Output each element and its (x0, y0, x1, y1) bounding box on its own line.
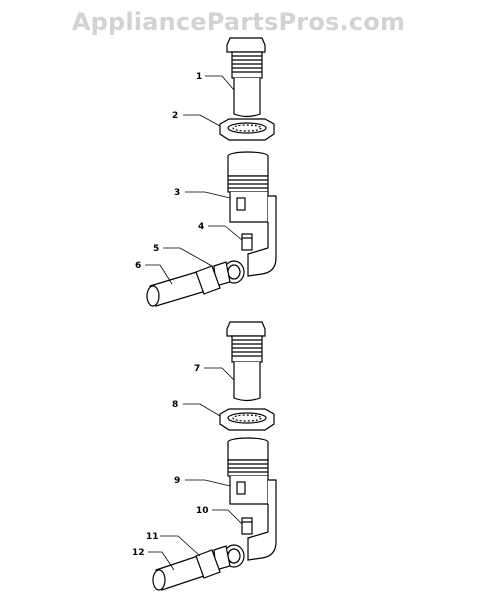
part-4-fitting (241, 233, 253, 251)
watermark-text: AppliancePartsPros.com (71, 8, 406, 36)
callout-1: 1 (196, 72, 202, 82)
part-3-elbow-body (227, 151, 277, 277)
part-6-tube (146, 265, 221, 307)
part-1-threaded-pipe (226, 37, 266, 118)
part-5-compression-nut (213, 260, 245, 287)
part-10-fitting (241, 517, 253, 535)
callout-11: 11 (146, 532, 159, 542)
callout-labels: 1 2 3 4 5 6 7 8 9 10 11 12 (132, 72, 209, 558)
part-7-threaded-pipe (226, 321, 266, 402)
callout-8: 8 (172, 400, 178, 410)
leaders-upper (145, 75, 243, 285)
part-2-hex-nut (219, 118, 275, 141)
leaders-lower (148, 367, 243, 571)
callout-4: 4 (198, 222, 204, 232)
callout-2: 2 (172, 111, 178, 121)
callout-12: 12 (132, 548, 145, 558)
assembly-upper (145, 37, 277, 307)
part-12-tube (152, 549, 221, 591)
part-9-elbow-body (227, 437, 277, 561)
callout-7: 7 (194, 364, 200, 374)
callout-9: 9 (174, 476, 180, 486)
callout-5: 5 (153, 244, 159, 254)
assembly-lower (148, 321, 277, 591)
callout-6: 6 (135, 261, 141, 271)
callout-3: 3 (174, 188, 180, 198)
callout-10: 10 (196, 506, 209, 516)
part-8-hex-nut (219, 408, 275, 431)
